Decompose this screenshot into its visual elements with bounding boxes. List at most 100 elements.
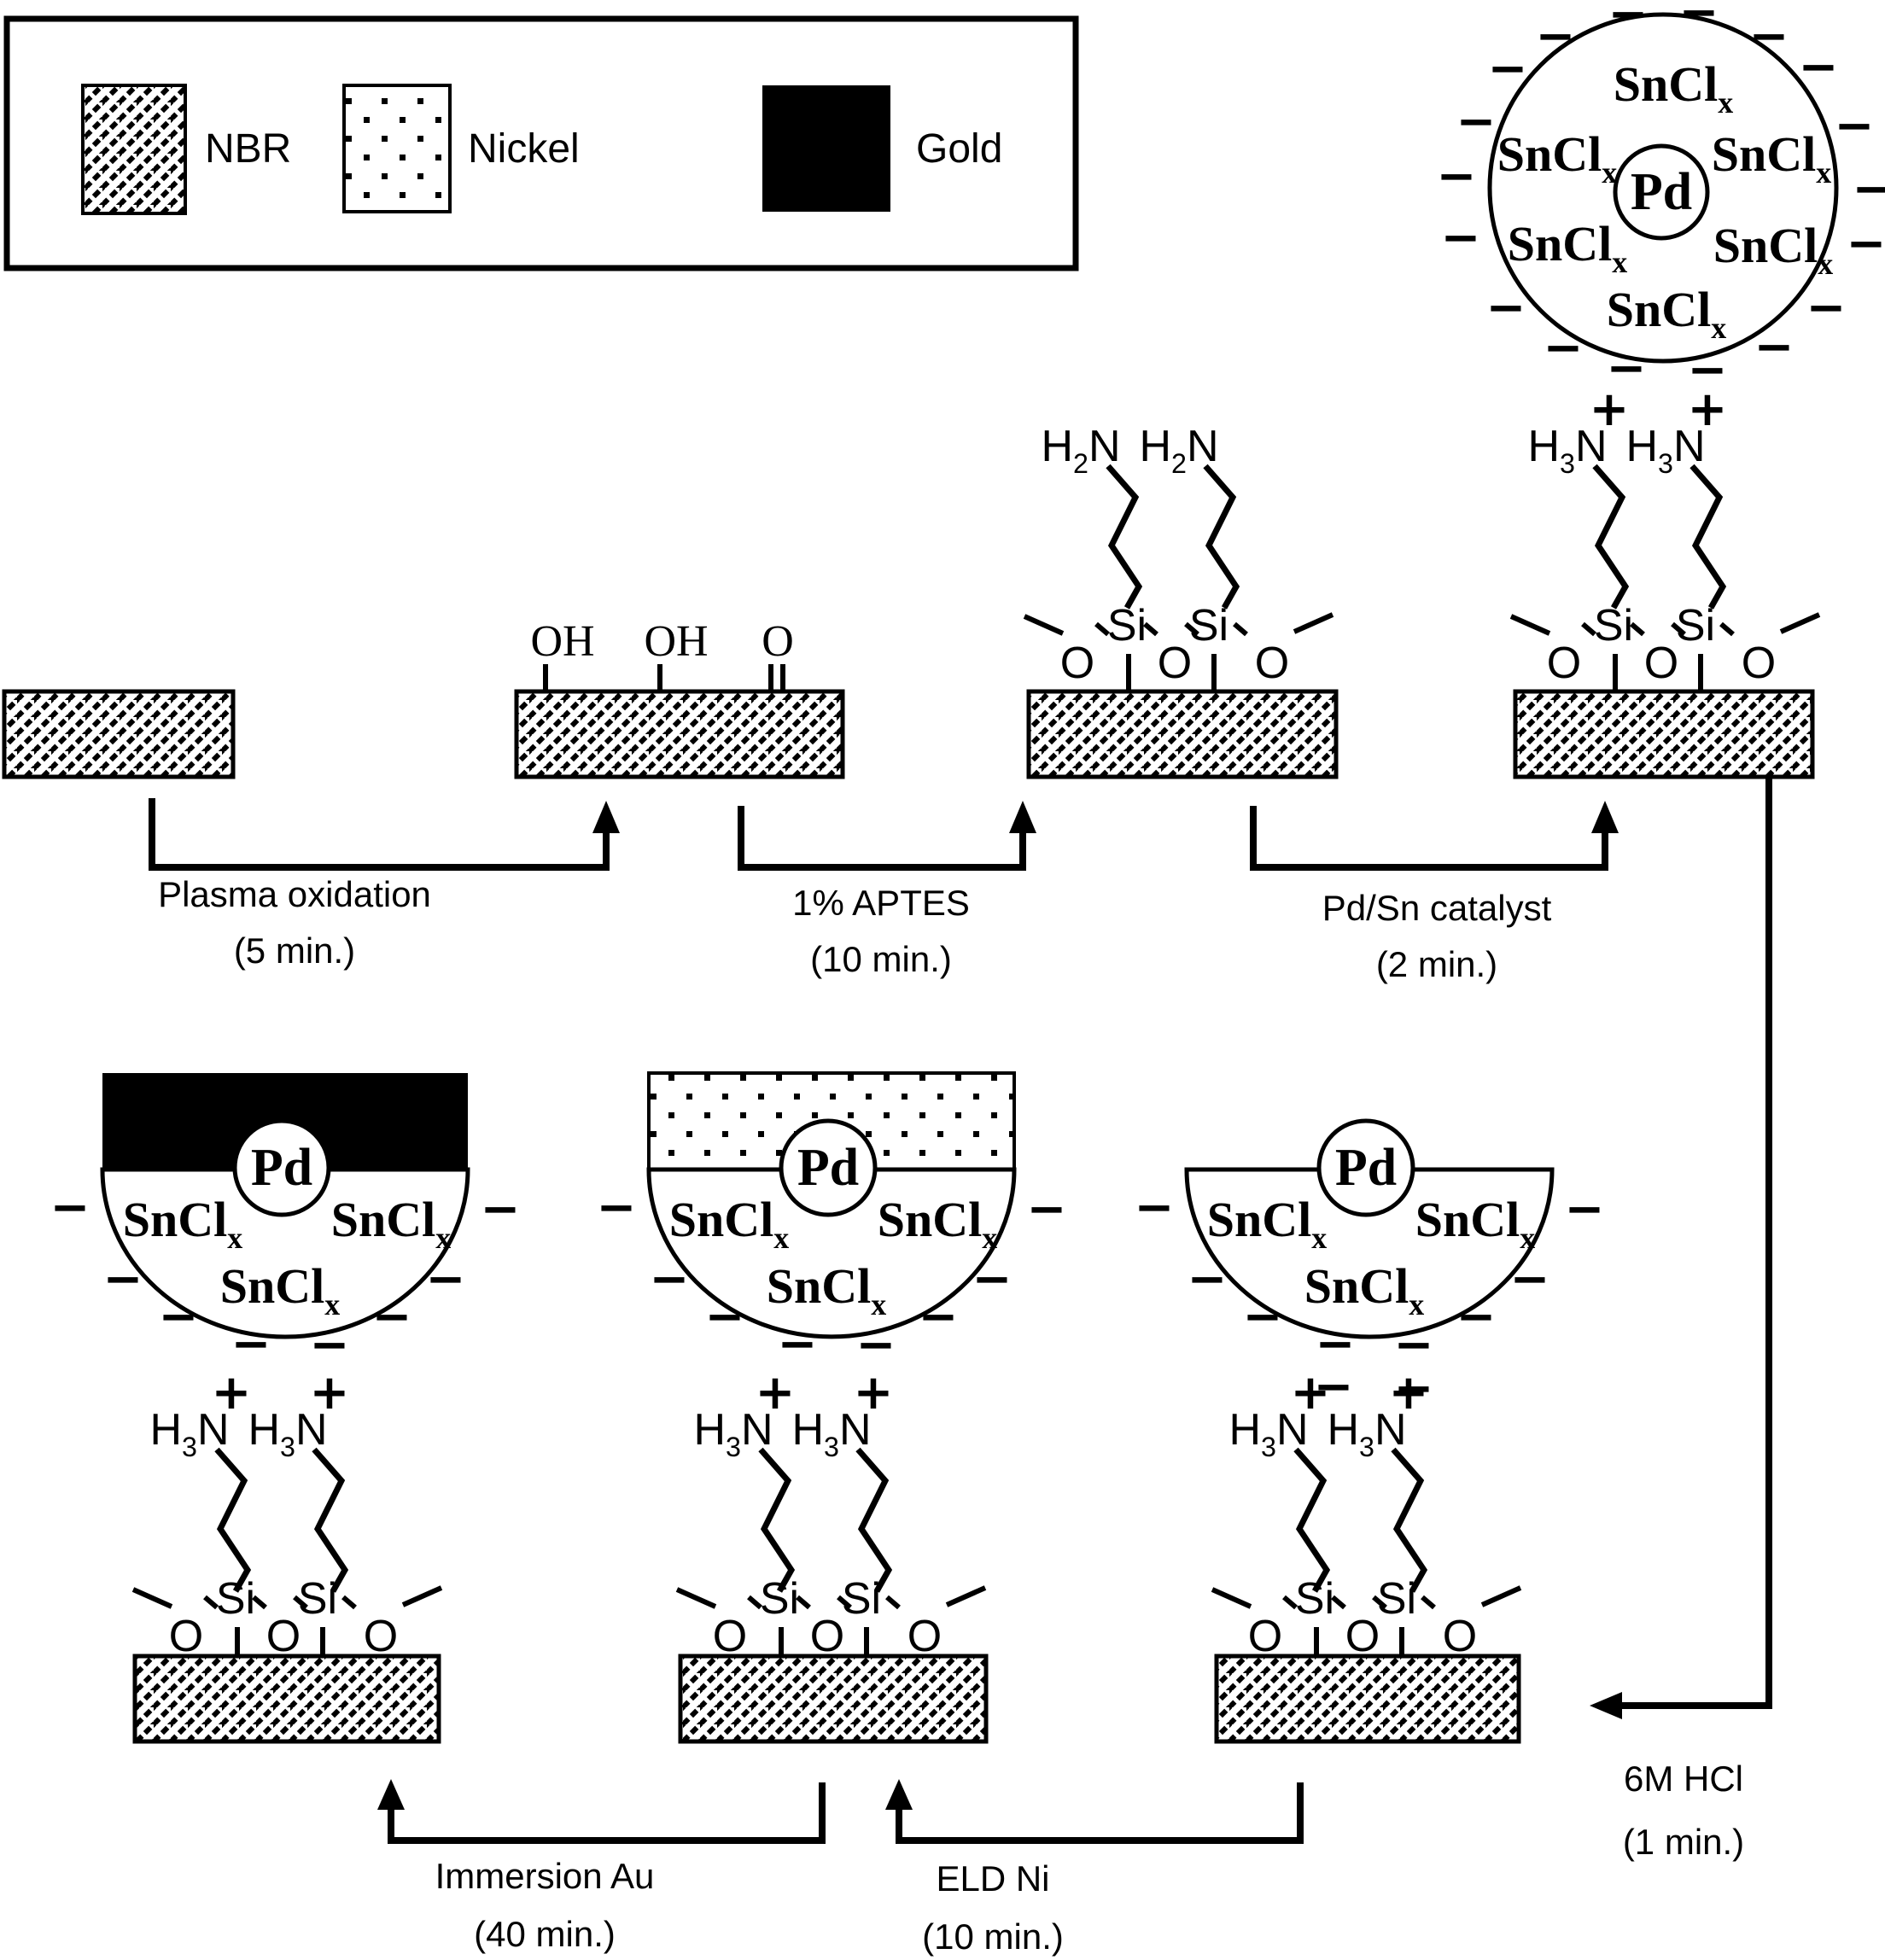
h3n-plus-group-part: N xyxy=(197,1405,230,1455)
propyl-chain xyxy=(1106,464,1143,610)
o-atom: O xyxy=(1742,639,1776,688)
minus-charge: − xyxy=(1510,1251,1550,1307)
sncl-label-part: SnCl xyxy=(1415,1192,1520,1247)
o-atom: O xyxy=(1248,1612,1282,1661)
o-atom: O xyxy=(1644,639,1678,688)
minus-charge-part: − xyxy=(1243,1289,1283,1345)
o-atom: O xyxy=(1345,1612,1380,1661)
si-atom-part: Si xyxy=(842,1574,881,1624)
plus-charge: + xyxy=(1688,382,1728,437)
process-arrow xyxy=(1250,806,1608,871)
pd-sn-colloid-adsorbed xyxy=(100,1073,470,1339)
legend-label-nbr: NBR xyxy=(205,126,291,172)
subscript-3: 3 xyxy=(1658,448,1673,479)
sncl-label-part: SnCl xyxy=(220,1258,325,1314)
o-atom: O xyxy=(1547,639,1581,688)
minus-charge: − xyxy=(481,1181,521,1237)
subscript-3: 3 xyxy=(824,1432,839,1462)
minus-charge-part: − xyxy=(1486,280,1526,335)
minus-charge-part: − xyxy=(972,1251,1013,1307)
arrowhead xyxy=(592,801,620,833)
legend-label-nickel-part: Nickel xyxy=(468,126,580,172)
h3n-plus-group-part: H xyxy=(693,1405,726,1455)
minus-charge-part: − xyxy=(1437,149,1477,204)
subscript-3: 3 xyxy=(182,1432,197,1462)
sncl-label-part: SnCl xyxy=(1497,126,1602,182)
subscript-2: 2 xyxy=(1073,448,1088,479)
silane-layer xyxy=(1023,612,1334,691)
bond-left-slash xyxy=(1211,1587,1252,1609)
minus-charge-part: − xyxy=(1456,1289,1497,1345)
subscript-x: x xyxy=(1602,155,1617,190)
minus-charge-part: − xyxy=(481,1181,521,1237)
si-atom: Si xyxy=(216,1574,255,1624)
subscript-x: x xyxy=(1818,247,1833,281)
step-label-plasma-part: (5 min.) xyxy=(234,930,355,971)
step-label-aptes: (10 min.) xyxy=(810,939,952,979)
minus-charge-part: − xyxy=(1607,341,1647,396)
step-label-hcl-part: (1 min.) xyxy=(1623,1822,1744,1862)
step-label-pdsn: Pd/Sn catalyst xyxy=(1322,888,1552,928)
h2n-group-part: H xyxy=(1139,422,1171,471)
minus-charge: − xyxy=(1135,1180,1175,1235)
minus-charge-part: − xyxy=(856,1317,896,1373)
minus-charge: − xyxy=(1536,9,1576,64)
sncl-label: SnClx xyxy=(669,1192,790,1255)
si-atom: Si xyxy=(298,1574,337,1624)
minus-charge-part: − xyxy=(1608,0,1649,42)
minus-charge: − xyxy=(1799,39,1839,95)
arrowhead xyxy=(377,1779,405,1810)
legend-label-gold: Gold xyxy=(916,126,1002,172)
bond-dash xyxy=(341,1595,357,1610)
step-label-au: (40 min.) xyxy=(474,1914,616,1954)
minus-charge: − xyxy=(856,1317,896,1373)
minus-charge-part: − xyxy=(1394,1361,1434,1416)
si-atom-part: Si xyxy=(298,1574,337,1624)
minus-charge: − xyxy=(50,1180,90,1235)
oh-group-part: OH xyxy=(644,617,708,666)
plus-charge: + xyxy=(310,1365,350,1420)
propyl-chain xyxy=(214,1447,252,1593)
minus-charge-part: − xyxy=(1536,9,1576,64)
h3n-plus-group-part: H xyxy=(1228,1405,1261,1455)
propyl-chain xyxy=(1592,464,1630,610)
minus-charge-part: − xyxy=(1565,1181,1605,1237)
oh-group: OH xyxy=(644,617,708,666)
step-label-plasma: Plasma oxidation xyxy=(158,874,431,914)
bond-right-slash xyxy=(1480,1585,1522,1607)
oh-group: OH xyxy=(530,617,594,666)
bond-left-slash xyxy=(1023,614,1065,636)
o-atom: O xyxy=(1158,639,1192,688)
minus-charge-part: − xyxy=(919,1289,959,1345)
bond-dash xyxy=(1282,1595,1298,1610)
propyl-chain xyxy=(855,1447,893,1593)
h2n-group: H2N xyxy=(1041,422,1120,479)
colloid-bowl xyxy=(100,1167,470,1339)
bond-dash xyxy=(1421,1595,1436,1610)
step-label-au-part: Immersion Au xyxy=(435,1856,655,1896)
minus-charge-part: − xyxy=(650,1251,690,1307)
silane-layer xyxy=(1211,1585,1522,1656)
plus-charge-part: + xyxy=(1389,1365,1429,1420)
si-atom: Si xyxy=(1676,601,1715,650)
o-atom-part: O xyxy=(1060,639,1094,688)
subscript-x: x xyxy=(1718,85,1733,120)
minus-charge-part: − xyxy=(103,1251,143,1307)
minus-charge: − xyxy=(1688,342,1728,398)
h3n-plus-group: H3N xyxy=(1327,1405,1406,1462)
minus-charge: − xyxy=(972,1251,1013,1307)
bond-left-slash xyxy=(675,1587,717,1609)
step-label-plasma-part: Plasma oxidation xyxy=(158,874,431,914)
si-atom-part: Si xyxy=(760,1574,799,1624)
colloid-bowl xyxy=(646,1167,1017,1339)
silane-layer xyxy=(1509,612,1821,691)
subscript-x: x xyxy=(1711,311,1726,345)
step-label-pdsn: (2 min.) xyxy=(1376,944,1497,984)
bond-dash xyxy=(885,1595,901,1610)
bond-dash xyxy=(203,1595,219,1610)
step-label-ni: (10 min.) xyxy=(922,1916,1064,1957)
propyl-chain xyxy=(1293,1447,1331,1593)
bond-dash xyxy=(1184,621,1199,637)
h3n-plus-group-part: N xyxy=(1673,422,1706,471)
minus-charge: − xyxy=(1607,341,1647,396)
